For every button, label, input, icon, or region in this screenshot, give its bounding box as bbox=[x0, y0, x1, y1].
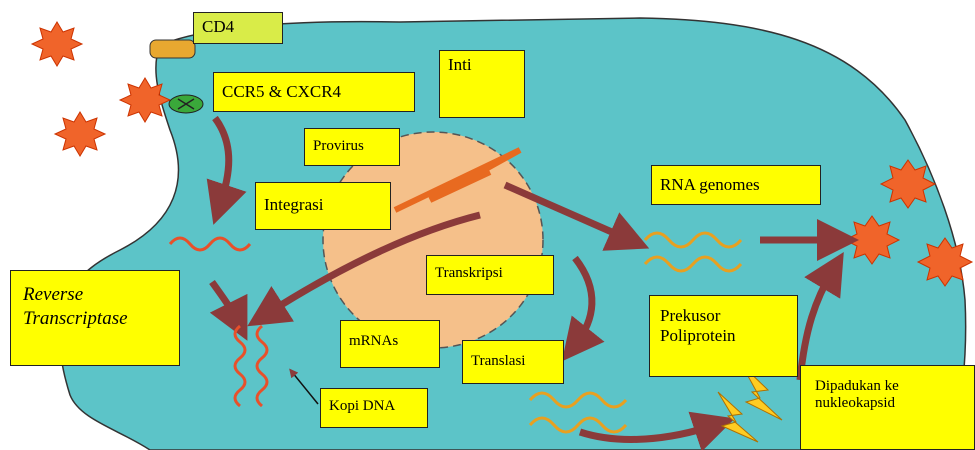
label-reverse-transcriptase: Reverse Transcriptase bbox=[10, 270, 180, 366]
cd4-receptor bbox=[150, 40, 195, 58]
label-prekusor: Prekusor Poliprotein bbox=[649, 295, 798, 377]
label-dipadukan: Dipadukan ke nukleokapsid bbox=[800, 365, 975, 450]
label-cd4: CD4 bbox=[193, 12, 283, 44]
label-kopi-dna: Kopi DNA bbox=[320, 388, 428, 428]
label-kopi-dna-text: Kopi DNA bbox=[329, 398, 395, 414]
label-transkripsi: Transkripsi bbox=[426, 255, 554, 295]
label-mrnas-text: mRNAs bbox=[349, 333, 398, 349]
label-mrnas: mRNAs bbox=[340, 320, 440, 368]
virus-3 bbox=[55, 112, 105, 156]
label-transkripsi-text: Transkripsi bbox=[435, 265, 503, 281]
label-rna-genomes: RNA genomes bbox=[651, 165, 821, 205]
label-provirus-text: Provirus bbox=[313, 138, 364, 154]
label-integrasi-text: Integrasi bbox=[264, 195, 323, 214]
label-prekusor-line-2: Poliprotein bbox=[660, 326, 787, 346]
label-inti: Inti bbox=[439, 50, 525, 118]
label-coreceptor: CCR5 & CXCR4 bbox=[213, 72, 415, 112]
label-integrasi: Integrasi bbox=[255, 182, 391, 230]
label-cd4-text: CD4 bbox=[202, 17, 234, 36]
label-coreceptor-text: CCR5 & CXCR4 bbox=[222, 82, 341, 101]
virus-1 bbox=[32, 22, 82, 66]
label-inti-text: Inti bbox=[448, 55, 472, 74]
label-dipadukan-line-1: Dipadukan ke bbox=[815, 378, 960, 395]
label-rna-genomes-text: RNA genomes bbox=[660, 175, 760, 194]
label-translasi: Translasi bbox=[462, 340, 564, 384]
label-rt-line-1: Reverse bbox=[23, 283, 167, 307]
label-rt-line-2: Transcriptase bbox=[23, 307, 167, 331]
label-provirus: Provirus bbox=[304, 128, 400, 166]
label-translasi-text: Translasi bbox=[471, 353, 525, 369]
label-dipadukan-line-2: nukleokapsid bbox=[815, 395, 960, 412]
label-prekusor-line-1: Prekusor bbox=[660, 306, 787, 326]
